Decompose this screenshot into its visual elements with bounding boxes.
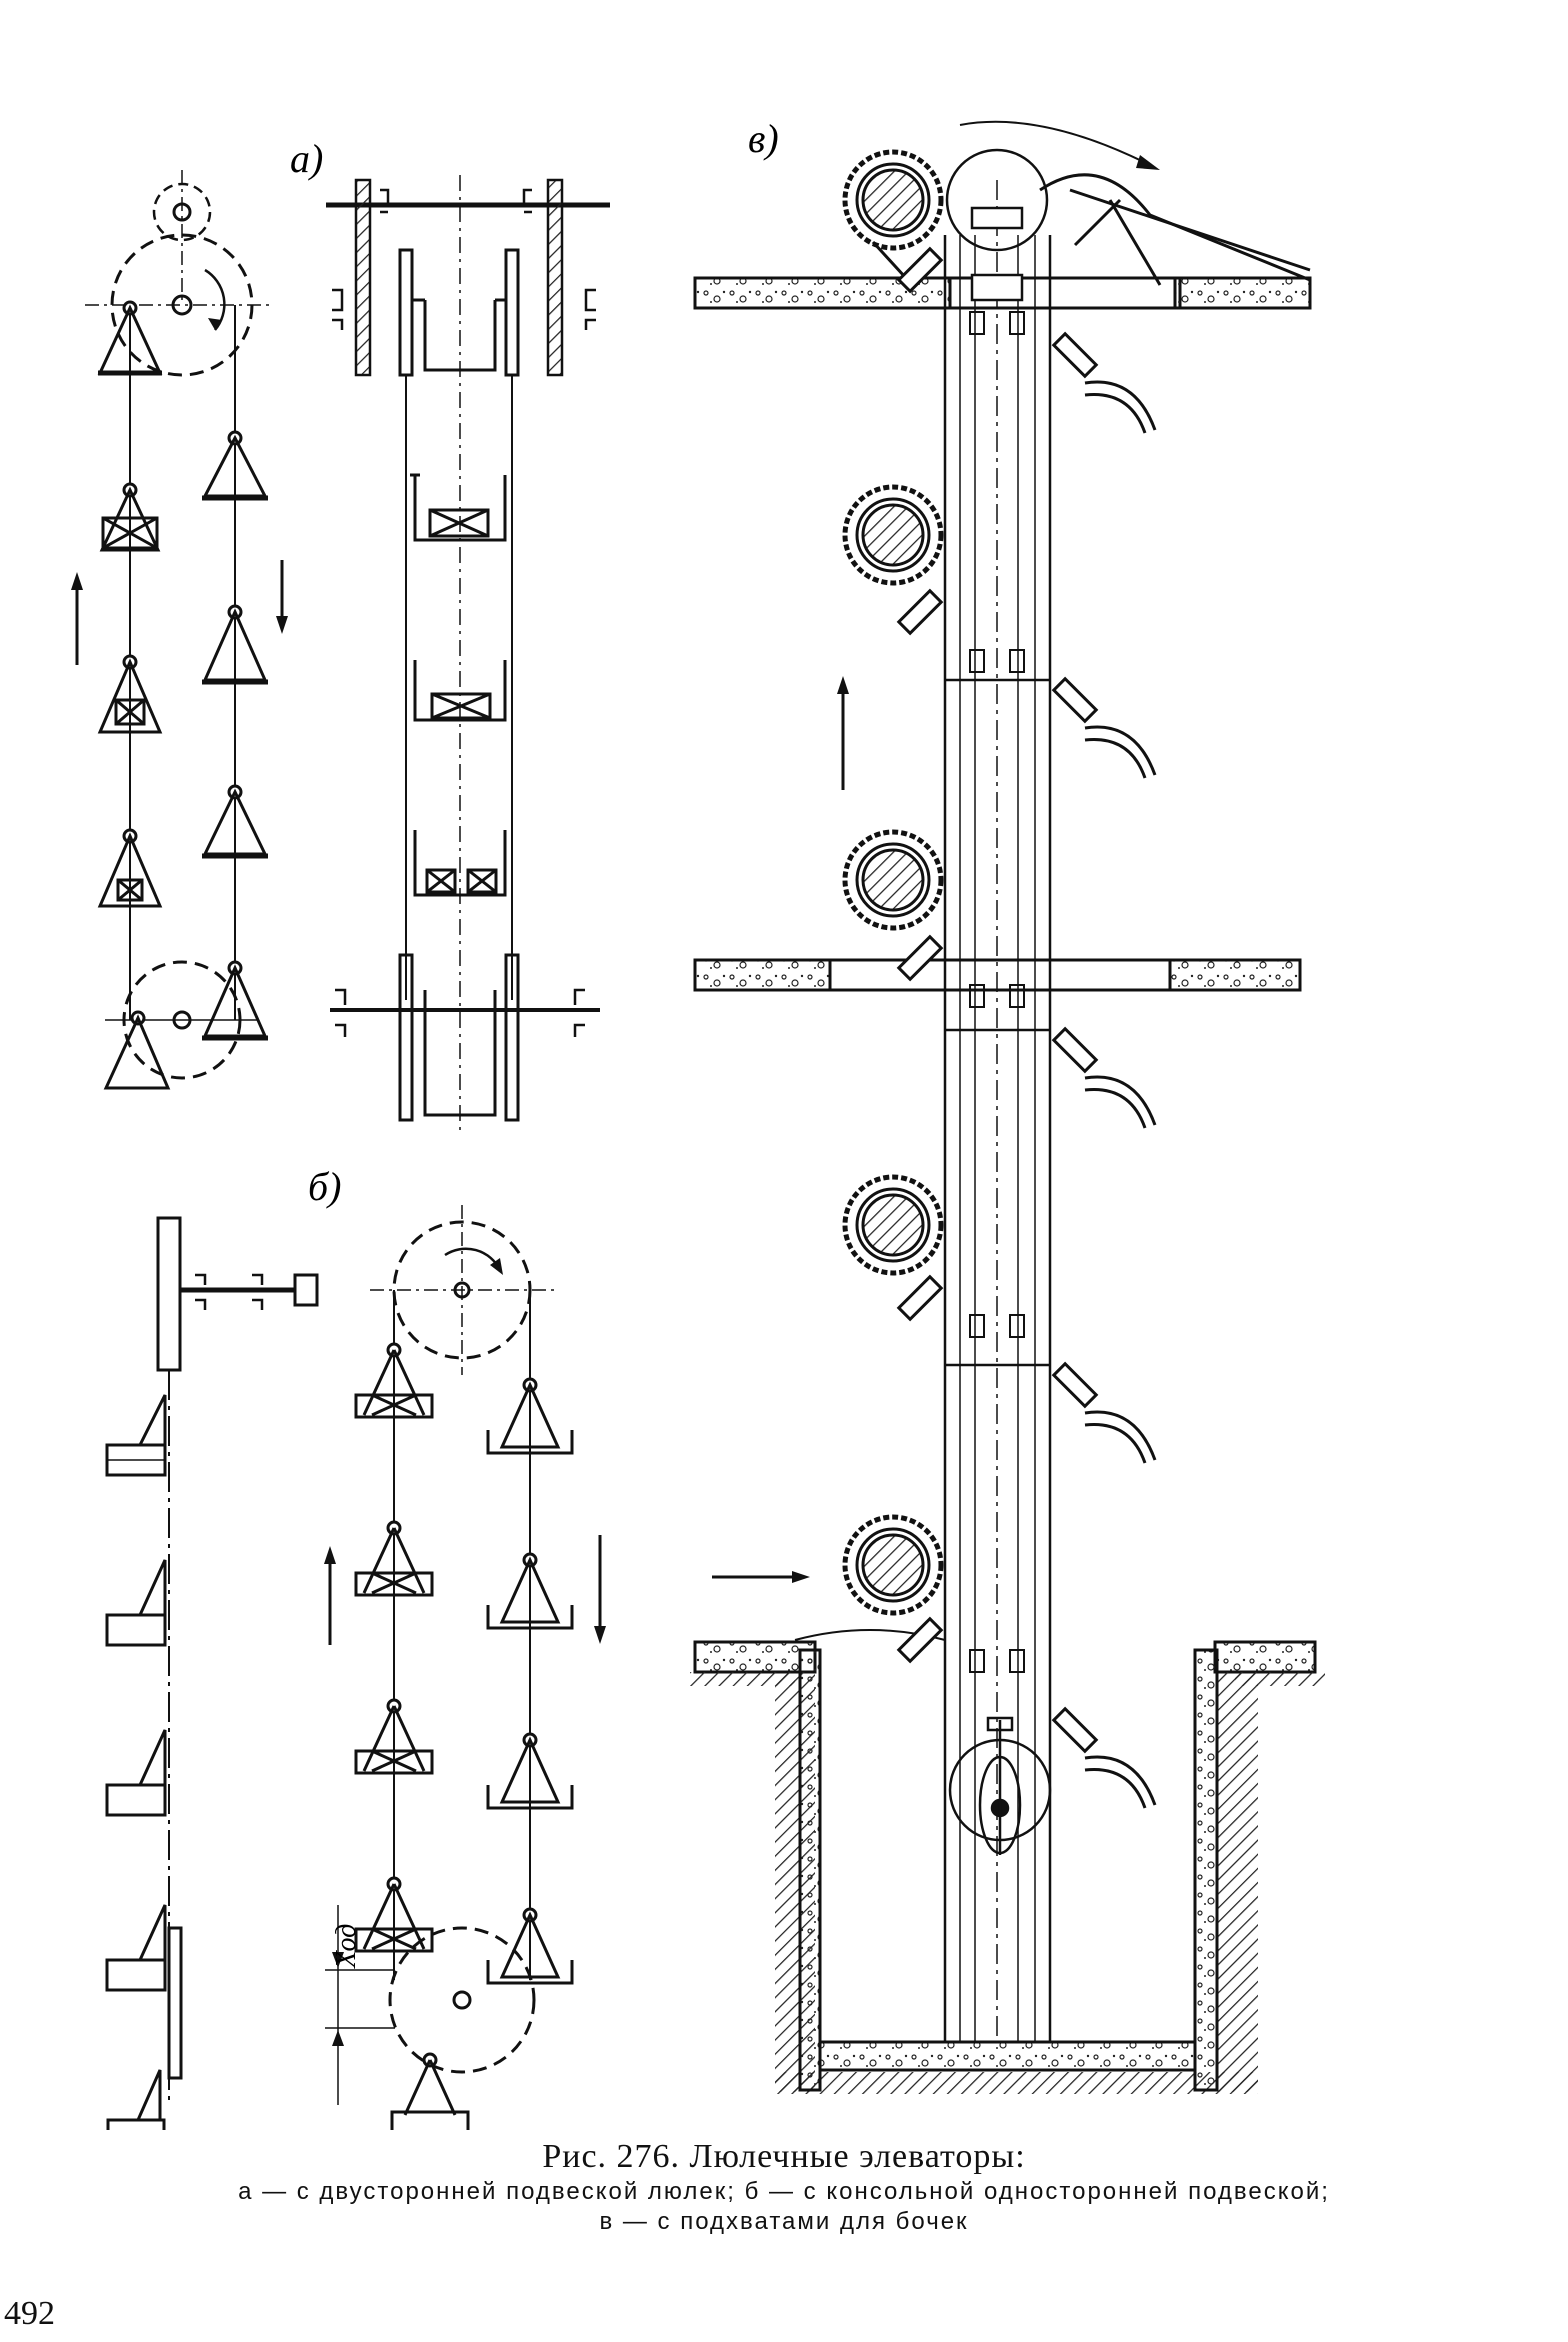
panel-b-cradles-down — [486, 1377, 574, 1985]
panel-v-grippers-down — [1051, 331, 1157, 1809]
panel-v-chute — [959, 120, 1311, 286]
panel-a-front-view — [326, 175, 610, 1130]
panel-b-chain-scheme — [324, 1205, 606, 2105]
figure-276: а) б) в) Ход — [71, 116, 1325, 2130]
page-number: 492 — [4, 2295, 55, 2332]
panel-label-b: б) — [308, 1164, 341, 1209]
panel-b-cradles-up — [354, 1342, 470, 2130]
panel-label-a: а) — [290, 136, 323, 181]
panel-v-grippers-up — [896, 246, 944, 1664]
panel-v-barrels — [842, 149, 944, 1616]
figure-caption-line1: а — с двусторонней подвеской люлек; б — … — [238, 2178, 1330, 2205]
panel-a-cradles-down — [202, 430, 268, 1041]
panel-v-elevator-shaft — [943, 148, 1052, 2042]
panel-v-floors — [693, 276, 1317, 1674]
figure-caption-title: Рис. 276. Люлечные элеваторы: — [542, 2138, 1026, 2175]
panel-a-cradles-up — [97, 300, 171, 1090]
figure-caption-line2: в — с подхватами для бочек — [599, 2208, 969, 2235]
panel-label-v: в) — [748, 116, 779, 161]
panel-v-pit — [690, 1648, 1325, 2094]
panel-a-chain-scheme — [71, 170, 288, 1080]
panel-v-arrows — [712, 676, 946, 1641]
stroke-label: Ход — [331, 1924, 362, 1969]
panel-b-side-view — [105, 1216, 319, 2130]
